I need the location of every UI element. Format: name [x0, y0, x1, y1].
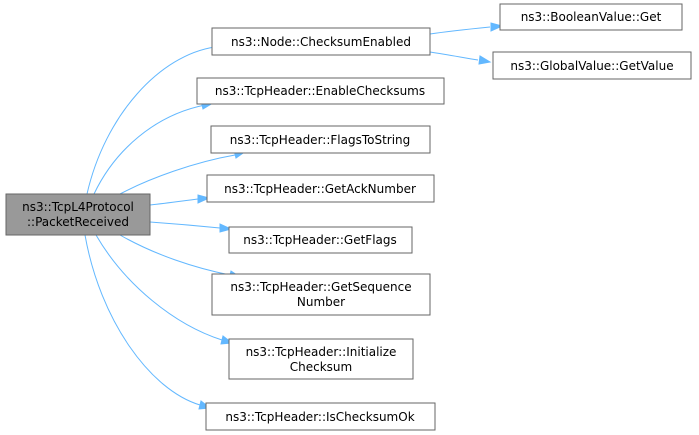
edge-root-to-get-sequence-number — [119, 234, 231, 276]
node-root[interactable]: ns3::TcpL4Protocol ::PacketReceived — [5, 193, 151, 236]
node-label: Number — [297, 295, 345, 309]
node-label: ::PacketReceived — [27, 215, 129, 229]
node-label: ns3::BooleanValue::Get — [521, 10, 662, 24]
node-label: ns3::TcpHeader::GetAckNumber — [224, 182, 416, 196]
node-label: ns3::Node::ChecksumEnabled — [231, 35, 411, 49]
edge-root-to-enable-checksums — [93, 104, 206, 195]
node-flags-to-string[interactable]: ns3::TcpHeader::FlagsToString — [210, 125, 431, 154]
edge-root-to-get-ack-number — [149, 198, 199, 206]
node-checksum-enabled[interactable]: ns3::Node::ChecksumEnabled — [211, 27, 431, 56]
edge-root-to-get-flags — [149, 221, 221, 229]
edge-checksum-enabled-to-global-value-get-value — [429, 51, 479, 61]
node-label: ns3::TcpL4Protocol — [22, 200, 134, 214]
node-enable-checksums[interactable]: ns3::TcpHeader::EnableChecksums — [196, 77, 445, 105]
node-label: ns3::TcpHeader::Initialize — [246, 345, 397, 359]
edge-root-to-initialize-checksum — [95, 234, 223, 341]
edge-root-to-flags-to-string — [119, 154, 236, 195]
node-get-ack-number[interactable]: ns3::TcpHeader::GetAckNumber — [206, 174, 435, 203]
node-boolean-value-get[interactable]: ns3::BooleanValue::Get — [499, 3, 683, 31]
node-label: ns3::TcpHeader::GetSequence — [230, 280, 411, 294]
edge-arrow — [197, 194, 211, 204]
edge-root-to-checksum-enabled — [86, 46, 216, 195]
node-global-value-get-value[interactable]: ns3::GlobalValue::GetValue — [492, 51, 692, 80]
node-label: ns3::TcpHeader::IsChecksumOk — [225, 410, 414, 424]
node-label: ns3::TcpHeader::FlagsToString — [230, 133, 411, 147]
edge-root-to-is-checksum-ok — [84, 234, 201, 406]
edge-arrow — [490, 22, 504, 32]
node-get-sequence-number[interactable]: ns3::TcpHeader::GetSequence Number — [211, 273, 431, 316]
node-is-checksum-ok[interactable]: ns3::TcpHeader::IsChecksumOk — [205, 402, 436, 431]
node-initialize-checksum[interactable]: ns3::TcpHeader::Initialize Checksum — [228, 338, 414, 380]
edge-checksum-enabled-to-boolean-value-get — [429, 26, 491, 35]
node-label: ns3::TcpHeader::EnableChecksums — [215, 84, 425, 98]
node-get-flags[interactable]: ns3::TcpHeader::GetFlags — [228, 226, 413, 254]
edge-arrow — [219, 223, 233, 233]
node-label: ns3::TcpHeader::GetFlags — [243, 233, 397, 247]
edge-arrow — [478, 55, 492, 65]
node-label: Checksum — [290, 360, 352, 374]
node-label: ns3::GlobalValue::GetValue — [510, 59, 673, 73]
